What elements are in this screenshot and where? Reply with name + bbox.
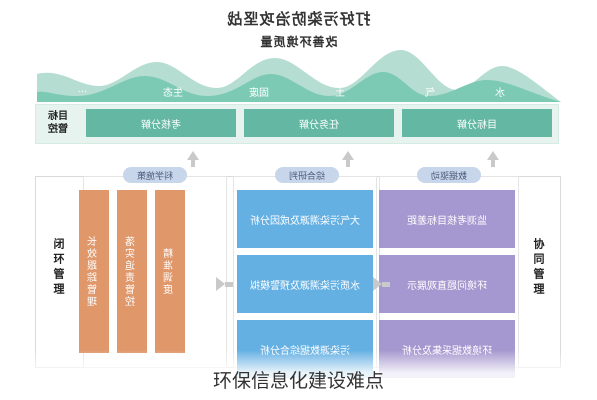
mountain-front — [37, 72, 561, 102]
up-arrow — [487, 151, 499, 167]
mountain-label: 气 — [425, 88, 435, 99]
section-pill: 科学施策 — [123, 167, 187, 183]
up-arrow — [342, 151, 354, 167]
diagram-title: 打好污染防治攻坚战 — [226, 10, 371, 28]
left-box: 环境问题直观展示 — [379, 255, 515, 313]
goal-box: 考核分解 — [86, 109, 236, 137]
mountain-label: 土 — [335, 88, 345, 99]
left-arrow — [373, 277, 390, 291]
goal-side-label: 目标 管控 — [37, 104, 79, 142]
section-pill: 综合研判 — [275, 167, 339, 183]
section-pill: 数据驱动 — [417, 167, 481, 183]
side-label-closed-loop: 闭环管理 — [52, 238, 65, 298]
goal-side-label-top: 目标 — [48, 111, 68, 122]
mountain-range — [37, 50, 561, 102]
mountain-label: 固废 — [249, 88, 269, 99]
mountain-label: ... — [77, 84, 87, 95]
right-bar: 长效跟踪管理 — [79, 190, 109, 353]
goal-box: 任务分解 — [244, 109, 394, 137]
middle-box: 大气污染溯源及成因分析 — [237, 190, 373, 248]
mountain-label: 生态 — [163, 88, 183, 99]
middle-box: 水质污染溯源及预警模拟 — [237, 255, 373, 313]
goal-side-label-bottom: 管控 — [48, 124, 68, 135]
right-bar: 落实追责管控 — [117, 190, 147, 353]
left-arrow — [216, 277, 233, 291]
caption: 环保信息化建设难点 — [212, 370, 384, 392]
up-arrow — [187, 151, 199, 167]
mountain-label: 水 — [495, 88, 505, 99]
left-box: 监测考核目标差距 — [379, 190, 515, 248]
goal-box: 目标分解 — [402, 109, 552, 137]
side-label-coordination: 协同管理 — [532, 238, 545, 298]
bottom-fade — [0, 350, 597, 400]
right-bar: 精准调度 — [155, 190, 185, 353]
